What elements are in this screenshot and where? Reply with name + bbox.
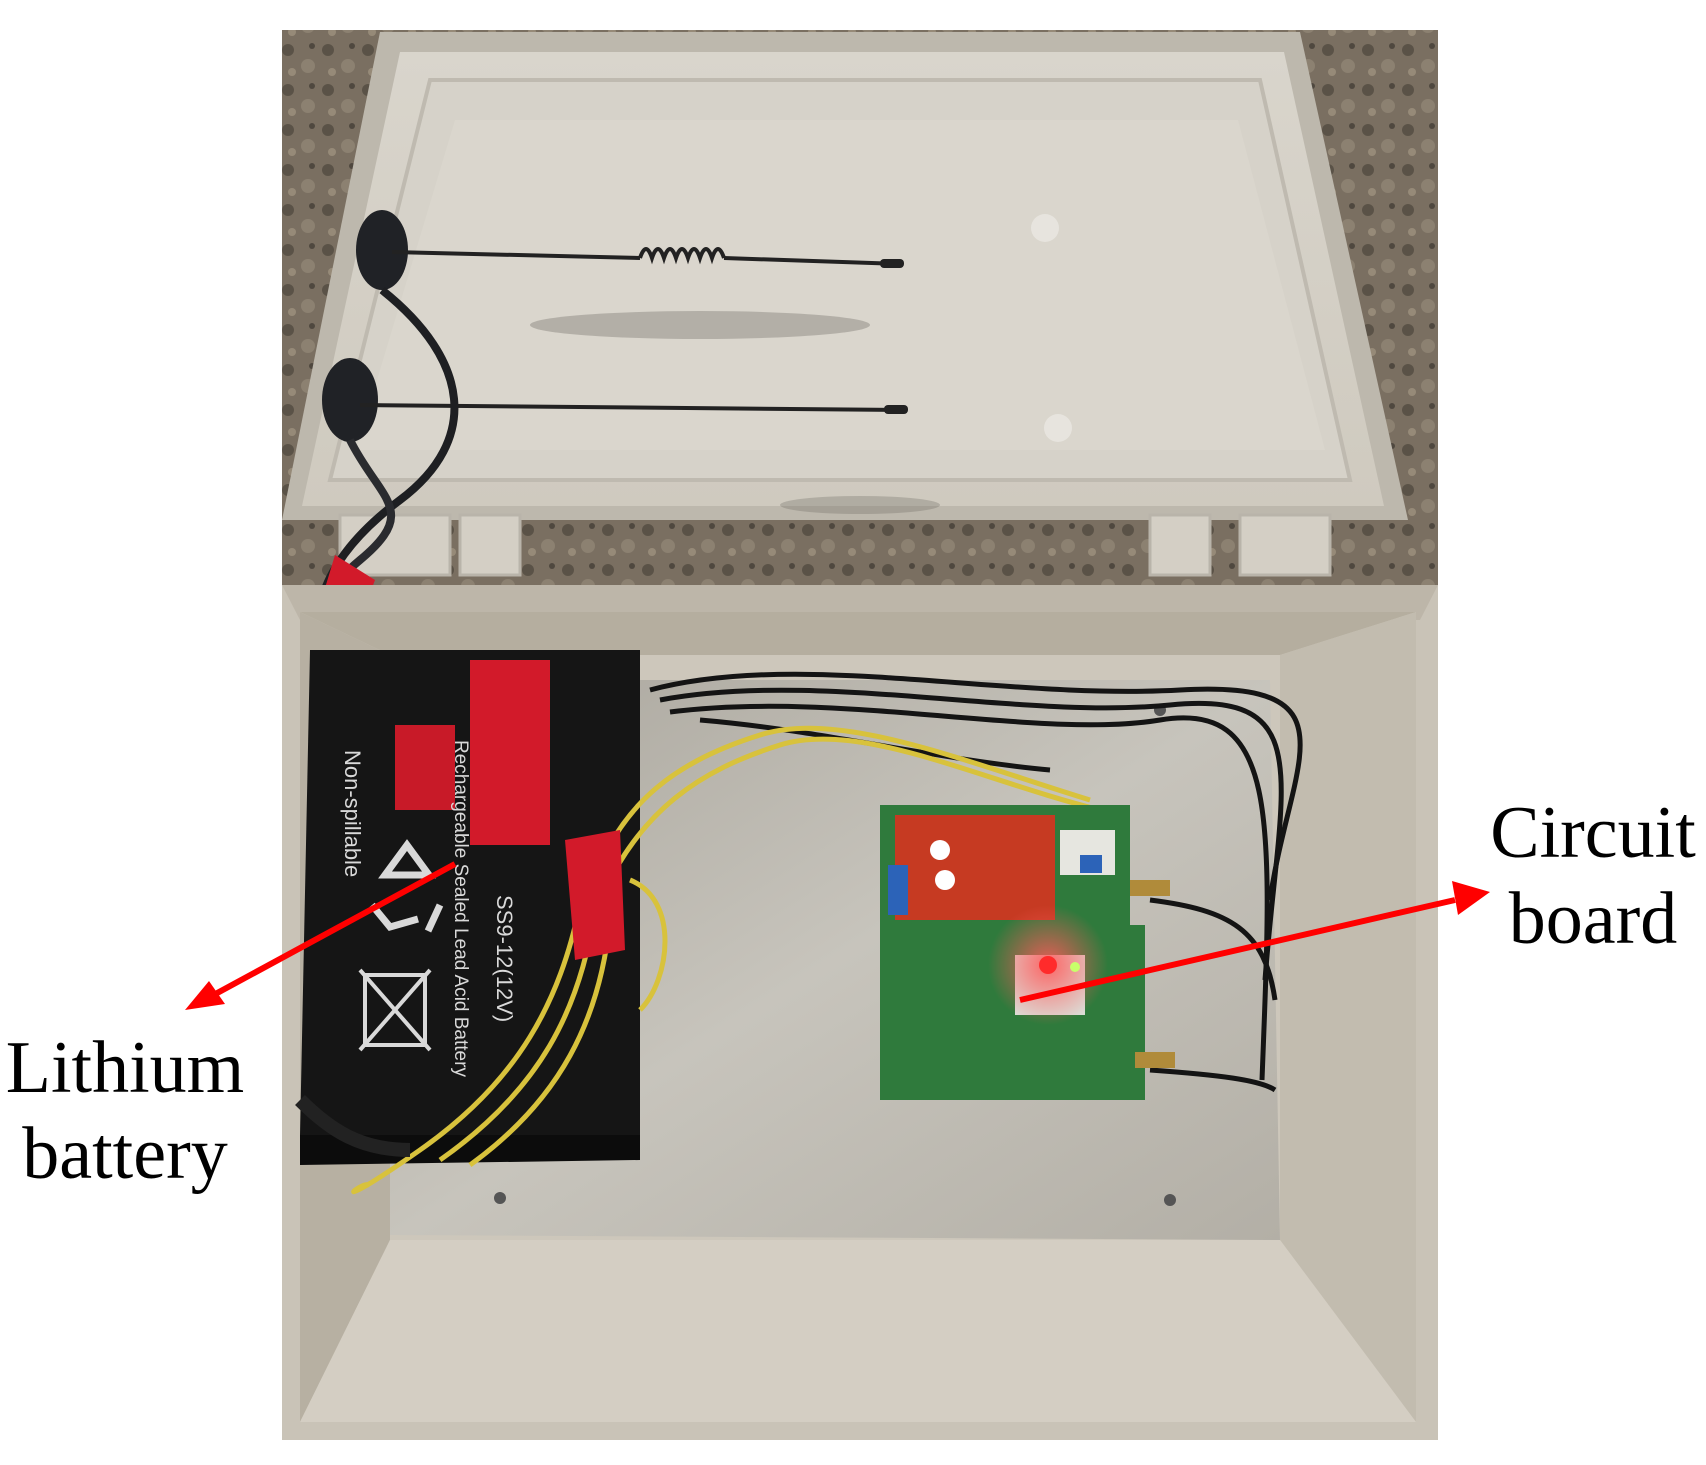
battery: Non-spillable Rechargeable Sealed Lead A… <box>300 650 640 1165</box>
board-arrow <box>1019 881 1490 1003</box>
circuit-board <box>880 805 1175 1100</box>
red-tape-label <box>470 660 550 845</box>
circuit-board-label-line1: Circuit <box>1490 792 1696 874</box>
battery-label: Lithium battery <box>0 1025 250 1197</box>
circuit-board-label-line2: board <box>1508 878 1678 960</box>
enclosure-lid <box>282 32 1408 577</box>
battery-label-line2: battery <box>22 1113 228 1195</box>
battery-model-text: SS9-12(12V) <box>492 895 517 1022</box>
recycle-icon <box>369 839 444 933</box>
red-led-icon <box>1039 956 1057 974</box>
battery-arrow <box>185 861 457 1010</box>
yellow-wires <box>351 725 1101 1195</box>
crossed-bin-icon <box>358 968 432 1052</box>
circuit-board-label: Circuit board <box>1480 790 1706 962</box>
wire-harness <box>295 1095 411 1157</box>
battery-label-line1: Lithium <box>5 1027 245 1109</box>
battery-type-text: Rechargeable Sealed Lead Acid Battery <box>450 740 471 1077</box>
battery-spill-text: Non-spillable <box>340 750 365 877</box>
antenna-1 <box>356 210 904 290</box>
tape-wrap <box>565 830 625 960</box>
